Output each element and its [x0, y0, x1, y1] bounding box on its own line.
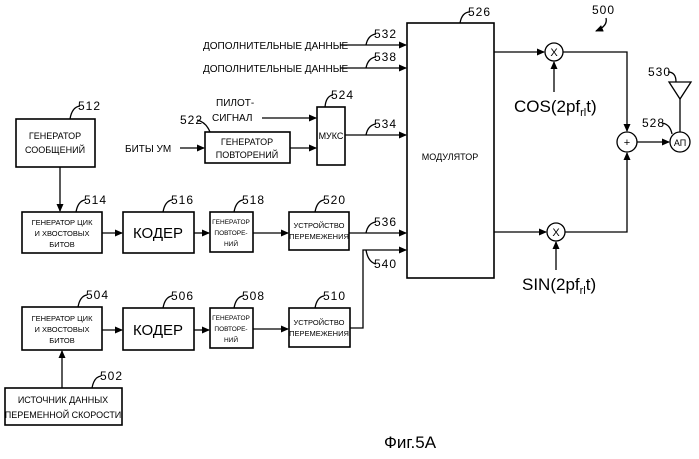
signal-540-ref: 540 [374, 257, 397, 271]
signal-538-ref: 538 [374, 50, 397, 64]
svg-text:ПОВТОРЕ-: ПОВТОРЕ- [214, 326, 247, 333]
encoder-516: КОДЕР 516 [123, 193, 194, 253]
svg-text:524: 524 [331, 88, 354, 102]
svg-text:X: X [552, 227, 560, 239]
modulator-ref: 526 [468, 5, 491, 19]
modulator-label: МОДУЛЯТОР [422, 152, 478, 162]
extra-data-label-2: ДОПОЛНИТЕЛЬНЫЕ ДАННЫЕ [203, 64, 349, 75]
svg-text:НИЙ: НИЙ [224, 335, 238, 344]
svg-text:ГЕНЕРАТОР: ГЕНЕРАТОР [29, 131, 81, 141]
svg-text:X: X [550, 47, 558, 59]
svg-text:ГЕНЕРАТОР ЦИК: ГЕНЕРАТОР ЦИК [32, 218, 94, 227]
cos-to-sum [563, 52, 627, 131]
pilot-label-1: ПИЛОТ- [216, 98, 254, 109]
figure-caption: Фиг.5A [384, 433, 437, 452]
svg-text:522: 522 [180, 113, 203, 127]
repeater-518: ГЕНЕРАТОР ПОВТОРЕ- НИЙ 518 [210, 193, 265, 252]
crc-tail-generator-514: ГЕНЕРАТОР ЦИК И ХВОСТОВЫХ БИТОВ 514 [22, 193, 107, 253]
svg-text:БИТОВ: БИТОВ [49, 336, 74, 345]
sin-label: SIN(2pfrlt) [522, 275, 596, 297]
repeater-508: ГЕНЕРАТОР ПОВТОРЕ- НИЙ 508 [210, 289, 265, 348]
svg-text:508: 508 [242, 289, 265, 303]
svg-text:ГЕНЕРАТОР ЦИК: ГЕНЕРАТОР ЦИК [32, 314, 94, 323]
variable-rate-source-502: ИСТОЧНИК ДАННЫХ ПЕРЕМЕННОЙ СКОРОСТИ 502 [5, 369, 123, 425]
figure-ref: 500 [592, 3, 615, 17]
svg-text:ГЕНЕРАТОР: ГЕНЕРАТОР [212, 219, 250, 226]
svg-text:510: 510 [323, 289, 346, 303]
extra-data-label-1: ДОПОЛНИТЕЛЬНЫЕ ДАННЫЕ [203, 41, 349, 52]
multiplier-sin: X [547, 223, 565, 241]
encoder-506: КОДЕР 506 [123, 289, 194, 350]
power-amplifier: АП 528 [642, 116, 690, 152]
interleaver-510: УСТРОЙСТВО ПЕРЕМЕЖЕНИЯ 510 [289, 289, 350, 347]
svg-text:ПЕРЕМЕЖЕНИЯ: ПЕРЕМЕЖЕНИЯ [289, 232, 349, 241]
svg-text:НИЙ: НИЙ [224, 239, 238, 248]
svg-text:УСТРОЙСТВО: УСТРОЙСТВО [294, 221, 345, 230]
svg-text:МУКС: МУКС [319, 131, 344, 141]
sin-to-sum [565, 153, 627, 232]
crc-tail-generator-504: ГЕНЕРАТОР ЦИК И ХВОСТОВЫХ БИТОВ 504 [22, 288, 109, 350]
svg-text:504: 504 [86, 288, 109, 302]
multiplier-cos: X [545, 43, 563, 61]
svg-text:КОДЕР: КОДЕР [133, 225, 183, 242]
signal-536-ref: 536 [374, 215, 397, 229]
svg-text:528: 528 [642, 116, 665, 130]
mux-block: МУКС 524 [317, 88, 354, 165]
pc-bits-label: БИТЫ УМ [125, 144, 171, 155]
svg-text:514: 514 [84, 193, 107, 207]
svg-text:ПОВТОРЕНИЙ: ПОВТОРЕНИЙ [216, 149, 278, 160]
svg-text:ПЕРЕМЕЖЕНИЯ: ПЕРЕМЕЖЕНИЯ [289, 329, 349, 338]
svg-text:502: 502 [100, 369, 123, 383]
svg-text:И ХВОСТОВЫХ: И ХВОСТОВЫХ [35, 229, 90, 238]
svg-text:ПОВТОРЕ-: ПОВТОРЕ- [214, 230, 247, 237]
svg-text:+: + [624, 137, 630, 149]
interleaver-520: УСТРОЙСТВО ПЕРЕМЕЖЕНИЯ 520 [289, 193, 349, 250]
pilot-label-2: СИГНАЛ [212, 113, 253, 124]
figure-ref-arrow [596, 18, 606, 31]
svg-text:ГЕНЕРАТОР: ГЕНЕРАТОР [221, 137, 273, 147]
svg-text:И ХВОСТОВЫХ: И ХВОСТОВЫХ [35, 325, 90, 334]
svg-text:518: 518 [242, 193, 265, 207]
svg-text:АП: АП [674, 138, 686, 148]
svg-text:512: 512 [78, 99, 101, 113]
signal-532-ref: 532 [374, 27, 397, 41]
svg-text:КОДЕР: КОДЕР [133, 322, 183, 339]
svg-text:УСТРОЙСТВО: УСТРОЙСТВО [294, 318, 345, 327]
svg-text:ГЕНЕРАТОР: ГЕНЕРАТОР [212, 315, 250, 322]
modulator-block: МОДУЛЯТОР 526 [407, 5, 494, 278]
svg-text:ПЕРЕМЕННОЙ СКОРОСТИ: ПЕРЕМЕННОЙ СКОРОСТИ [5, 409, 122, 420]
summer: + [617, 132, 637, 152]
svg-text:516: 516 [171, 193, 194, 207]
signal-534-ref: 534 [374, 117, 397, 131]
svg-text:СООБЩЕНИЙ: СООБЩЕНИЙ [25, 144, 85, 155]
message-generator-block: ГЕНЕРАТОР СООБЩЕНИЙ 512 [16, 99, 101, 167]
cos-label: COS(2pfrlt) [514, 97, 597, 119]
svg-text:520: 520 [323, 193, 346, 207]
svg-text:530: 530 [648, 65, 671, 79]
svg-text:ИСТОЧНИК ДАННЫХ: ИСТОЧНИК ДАННЫХ [18, 395, 108, 405]
svg-text:БИТОВ: БИТОВ [49, 240, 74, 249]
svg-text:506: 506 [171, 289, 194, 303]
